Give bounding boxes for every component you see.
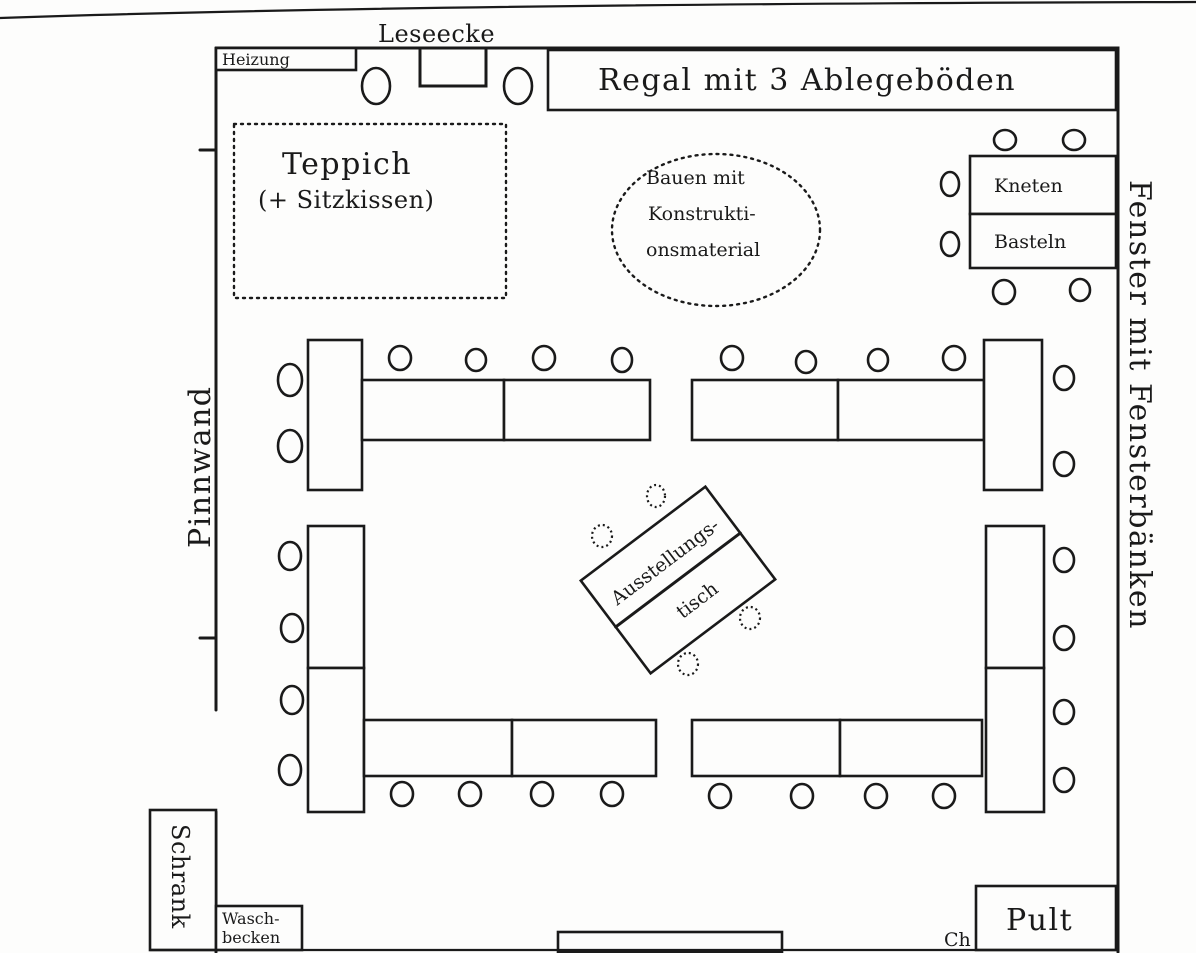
bauen-label-1: Bauen mit — [646, 167, 745, 189]
schrank-label: Schrank — [166, 824, 194, 929]
desk-vertical — [982, 338, 1044, 492]
chair — [1052, 766, 1076, 794]
chair — [939, 230, 961, 258]
kneten-label: Kneten — [994, 175, 1063, 197]
teppich-carpet — [232, 122, 508, 300]
basteln-label: Basteln — [994, 231, 1066, 253]
chair — [931, 782, 957, 810]
desk-vertical — [306, 524, 366, 670]
basteln-table — [968, 212, 1118, 270]
desk — [510, 718, 658, 778]
desk-vertical — [984, 666, 1046, 814]
teppich-sublabel: (+ Sitzkissen) — [258, 186, 434, 214]
reading-table — [418, 48, 488, 88]
desk — [362, 718, 514, 778]
chair — [277, 540, 303, 572]
heizung-label: Heizung — [222, 50, 290, 69]
kneten-table — [968, 154, 1118, 216]
chair — [941, 344, 967, 372]
desk-vertical — [984, 524, 1046, 670]
chair — [1061, 128, 1087, 152]
chair — [279, 684, 305, 716]
chair — [276, 362, 304, 398]
door — [556, 930, 784, 953]
teppich-label: Teppich — [282, 147, 412, 182]
reading-chair — [502, 66, 534, 106]
chair — [1052, 364, 1076, 392]
chair — [789, 782, 815, 810]
outer-wall-top-right — [214, 46, 1120, 953]
chair-dotted — [590, 523, 614, 549]
heizung-box — [214, 46, 358, 72]
desk — [690, 378, 840, 442]
chair — [389, 780, 415, 808]
desk — [360, 378, 506, 442]
desk — [502, 378, 652, 442]
chair-dotted — [738, 605, 762, 631]
chair — [1052, 698, 1076, 726]
schrank-cabinet — [148, 808, 218, 952]
pinnwand-markers — [198, 148, 218, 640]
chair — [992, 128, 1018, 152]
chair — [279, 612, 305, 644]
wasch-label-1: Wasch- — [222, 909, 279, 928]
chair — [1052, 450, 1076, 478]
pinnwand-label: Pinnwand — [183, 385, 218, 548]
chair — [276, 428, 304, 464]
chair — [387, 344, 413, 372]
chair — [1068, 277, 1092, 303]
reading-chair — [360, 66, 392, 106]
chair — [464, 347, 488, 373]
chair — [863, 782, 889, 810]
wasch-label-2: becken — [222, 928, 280, 947]
chair — [707, 782, 733, 810]
desk-vertical — [306, 338, 364, 492]
bauen-label-2: Konstrukti- — [648, 203, 756, 225]
chair — [599, 780, 625, 808]
regal-shelf — [546, 48, 1118, 112]
bauen-area — [610, 152, 822, 308]
desk — [690, 718, 842, 778]
chair — [1052, 546, 1076, 574]
desk — [836, 378, 986, 442]
chair — [277, 753, 303, 787]
ausstellungstisch-divider — [614, 531, 742, 629]
chair — [794, 349, 818, 375]
chair — [719, 344, 745, 372]
bauen-label-3: onsmaterial — [646, 239, 760, 261]
chair — [1052, 624, 1076, 652]
chair — [457, 780, 483, 808]
signature-mark: Ch — [944, 929, 971, 951]
chair — [610, 346, 634, 374]
fenster-label: Fenster mit Fensterbänken — [1122, 180, 1157, 630]
leseecke-label: Leseecke — [378, 20, 495, 48]
ausstellungstisch: Ausstellungs- tisch — [578, 484, 778, 676]
chair — [531, 344, 557, 372]
desk-vertical — [306, 666, 366, 814]
regal-label: Regal mit 3 Ablegeböden — [598, 63, 1016, 98]
chair-dotted — [676, 651, 700, 677]
pult-desk — [974, 884, 1118, 952]
desk — [838, 718, 984, 778]
chair — [529, 780, 555, 808]
chair-dotted — [645, 483, 667, 509]
scan-edge-line — [0, 0, 1196, 20]
pult-label: Pult — [1006, 903, 1073, 938]
chair — [939, 170, 961, 198]
waschbecken-sink — [214, 904, 304, 952]
chair — [866, 347, 890, 373]
chair — [991, 278, 1017, 306]
